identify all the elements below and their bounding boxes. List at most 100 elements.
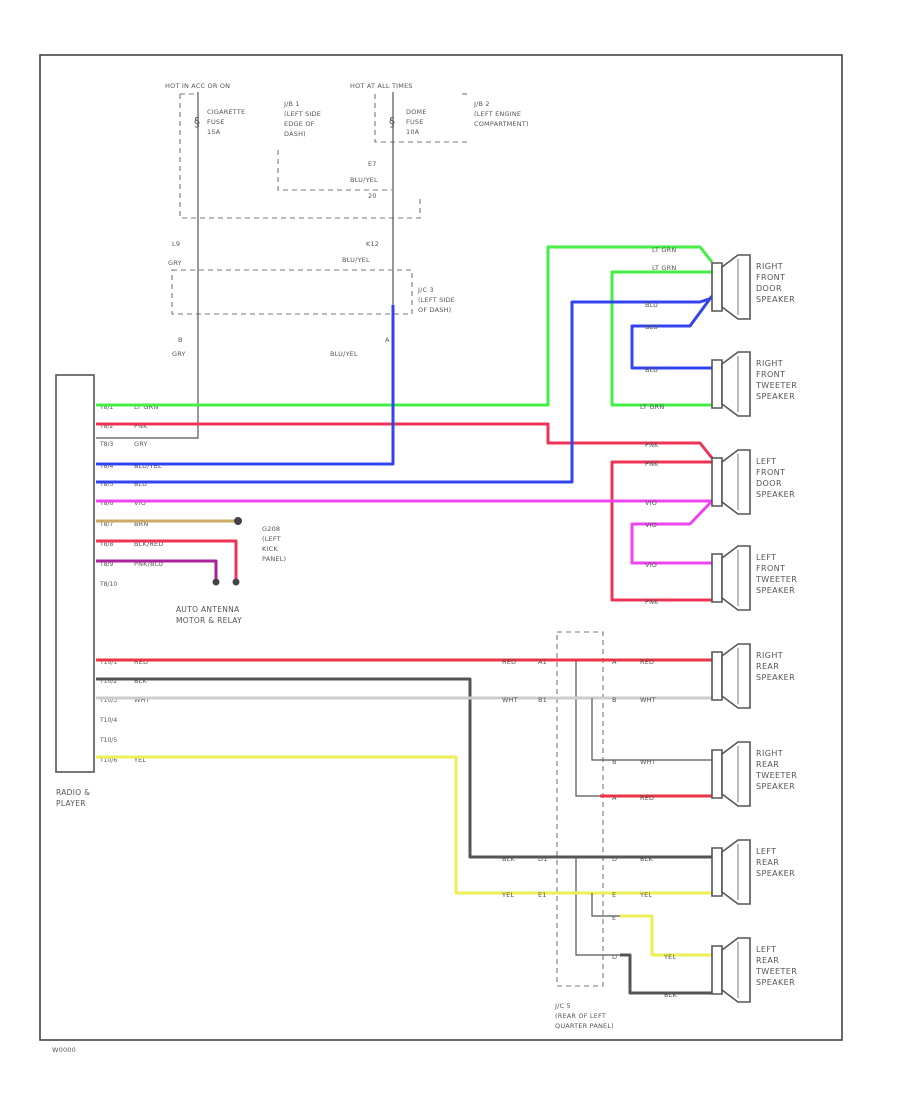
wire-label-red: RED (134, 658, 148, 666)
wire-label-blu: BLU (134, 480, 147, 488)
diagram-frame (39, 54, 843, 1041)
lf-door-wire-b: PNK (645, 460, 659, 468)
rrt-wire-b: RED (640, 794, 654, 802)
speaker-cone-icon (721, 351, 751, 417)
e7-pin-label: 20 (368, 192, 377, 200)
pin-t8-8: T8/8 (99, 541, 114, 548)
speaker-cone-icon (721, 937, 751, 1003)
pin-t8-9: T8/9 (99, 561, 114, 568)
speaker-name-line: RIGHT (756, 359, 783, 368)
speaker-name-line: RIGHT (756, 749, 783, 758)
jc3-line2: (LEFT SIDE (418, 296, 455, 304)
jb2-line2: (LEFT ENGINE (474, 110, 521, 118)
hot-label-right: HOT AT ALL TIMES (350, 82, 413, 90)
pin-t8-1: T8/1 (99, 404, 114, 411)
fuse-right-line3: 10A (406, 128, 420, 136)
rear-yel-in: YEL (501, 891, 514, 899)
ground-g208-icon (234, 517, 242, 525)
rear-blk-pin: D1 (538, 855, 548, 863)
rear-wht-in: WHT (502, 696, 518, 704)
rf-tw-wire-a: BLU (645, 366, 658, 374)
fuse-right-icon: § (389, 115, 395, 129)
rrt-pin-b: B (612, 758, 617, 766)
speaker-name-line: TWEETER (755, 771, 797, 780)
jc3-box (171, 269, 413, 315)
speaker-name-line: RIGHT (756, 262, 783, 271)
speaker-magnet-icon (711, 553, 723, 603)
diagram-code: W0000 (52, 1046, 76, 1054)
radio-pins: T8/1 T8/2 T8/3 T8/4 T8/5 T8/6 T8/7 T8/8 … (99, 403, 163, 764)
l9-label: L9 (172, 240, 180, 248)
jc5-line1: J/C 5 (554, 1002, 571, 1010)
fuse-left-icon: § (194, 115, 200, 129)
speaker-1: RIGHT FRONT DOOR SPEAKER (711, 254, 795, 320)
rear-blk-in: BLK (502, 855, 515, 863)
rear-yel-pin: E1 (538, 891, 547, 899)
pin-t10-6: T10/6 (99, 757, 117, 764)
speaker-name-line: FRONT (756, 564, 785, 573)
wire-pnk (96, 422, 714, 459)
pin-t10-5: T10/5 (99, 737, 117, 744)
rear-red-pin: A1 (538, 658, 547, 666)
wire-blk-tweeter (620, 953, 712, 995)
speaker-cone-icon (721, 839, 751, 905)
k12-wire-label: BLU/YEL (342, 256, 370, 264)
wire-lt-grn (96, 245, 714, 407)
jc5-box (556, 631, 604, 987)
fuse-left-line3: 15A (207, 128, 221, 136)
radio-name-line2: PLAYER (56, 799, 86, 808)
front-wire-labels: LT GRN LT GRN BLU BLU BLU LT GRN PNK PNK… (640, 246, 676, 606)
gry-top-label: GRY (168, 259, 182, 267)
pin-t8-5: T8/5 (99, 481, 114, 488)
speaker-name-line: FRONT (756, 273, 785, 282)
ground-line1: G208 (262, 525, 280, 533)
wire-vio-tweeter (630, 499, 714, 565)
speaker-name-line: SPEAKER (756, 490, 795, 499)
wire-blu (96, 296, 713, 484)
pin-t10-4: T10/4 (99, 717, 117, 724)
lrt-wire-a: YEL (663, 953, 676, 961)
speakers-group: RIGHT FRONT DOOR SPEAKER RIGHT FRONT TWEETER SP… (711, 254, 797, 1003)
wire-label-brn: BRN (134, 520, 148, 528)
speaker-name-line: SPEAKER (756, 295, 795, 304)
speaker-name-line: FRONT (756, 370, 785, 379)
rear-wht-pin: B1 (538, 696, 547, 704)
speaker-cone-icon (721, 545, 751, 611)
speaker-name-line: REAR (756, 662, 779, 671)
jc3-line1: J/C 3 (417, 286, 434, 294)
lf-door-wire-d: VIO (645, 521, 657, 529)
speaker-name-line: DOOR (756, 284, 782, 293)
pin-t8-7: T8/7 (99, 521, 114, 528)
fuse-left-line1: CIGARETTE (207, 108, 245, 116)
speaker-name-line: LEFT (756, 945, 776, 954)
jb1-line3: EDGE OF (284, 120, 315, 128)
lf-door-wire-c: VIO (645, 499, 657, 507)
wire-lt-grn-tweeter (610, 270, 712, 407)
speaker-name-line: SPEAKER (756, 782, 795, 791)
fuse-left-line2: FUSE (207, 118, 225, 126)
gry-wire (96, 305, 199, 439)
k12-label: K12 (366, 240, 379, 248)
speaker-cone-icon (721, 643, 751, 709)
speaker-name-line: TWEETER (755, 967, 797, 976)
lf-tw-wire-b: PNK (645, 598, 659, 606)
antenna-terminal-1-icon (212, 578, 220, 586)
speaker-cone-icon (721, 449, 751, 515)
wire-label-gry: GRY (134, 440, 148, 448)
pin-t8-4: T8/4 (99, 463, 114, 470)
rf-door-wire-c: BLU (645, 301, 658, 309)
speaker-magnet-icon (711, 945, 723, 995)
speaker-magnet-icon (711, 262, 723, 312)
radio-player-unit (55, 374, 95, 773)
e7-label: E7 (368, 160, 377, 168)
jb1-box (179, 94, 421, 219)
gry-bottom-label: GRY (172, 350, 186, 358)
speaker-name-line: REAR (756, 858, 779, 867)
wire-pnk-tweeter (610, 460, 712, 602)
wire-label-pnk-blu: PNK/BLU (134, 560, 163, 568)
lrt-pin-e: E (612, 914, 616, 922)
